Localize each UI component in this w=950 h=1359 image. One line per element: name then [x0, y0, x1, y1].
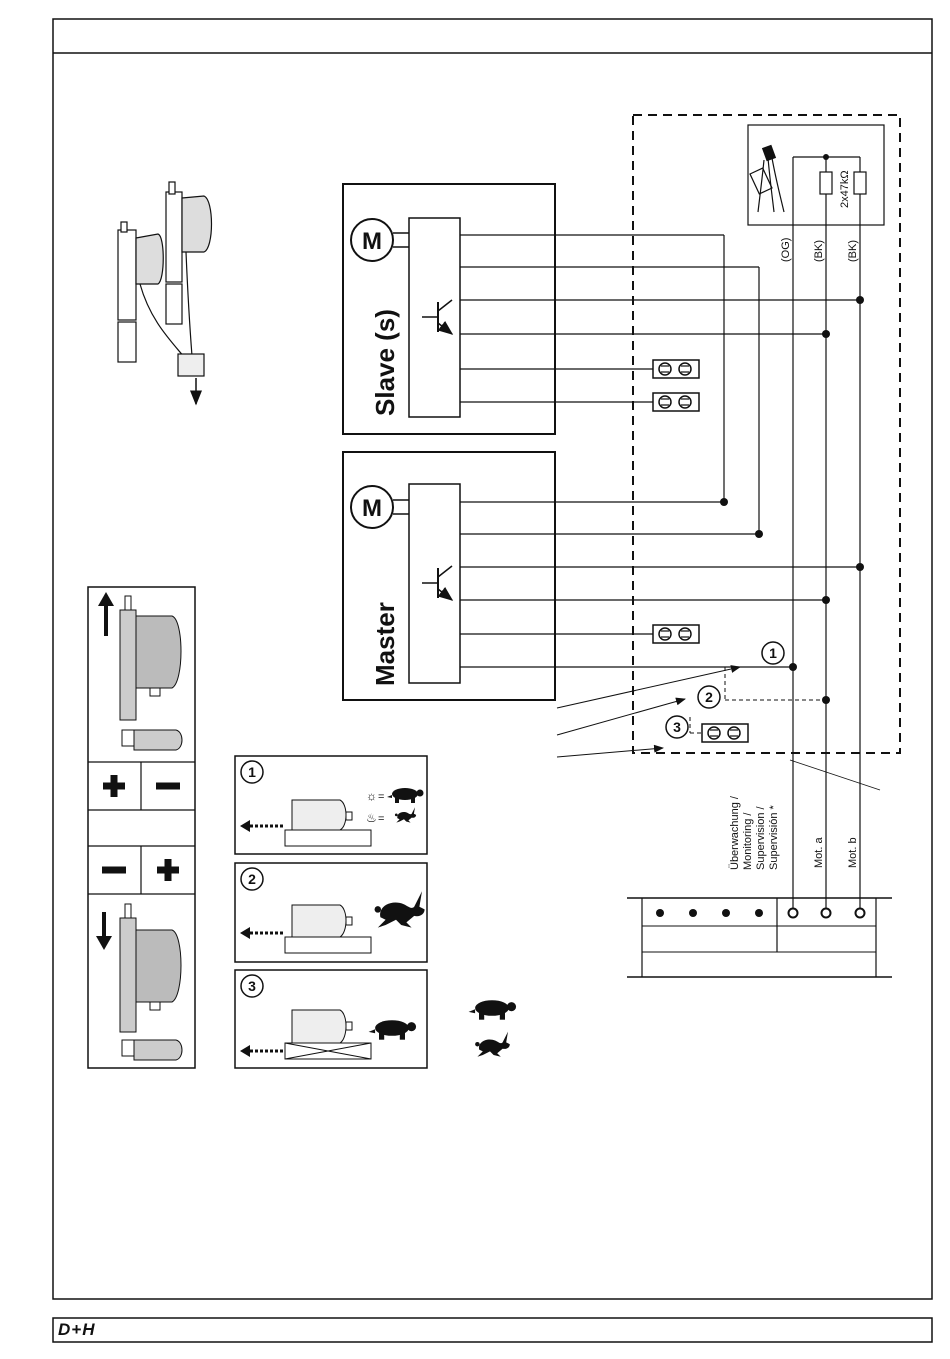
svg-text:Supervisión *: Supervisión *: [768, 804, 780, 870]
wire-label-bk-b: (BK): [847, 240, 859, 262]
master-label: Master: [370, 602, 400, 686]
svg-text:3: 3: [248, 978, 256, 994]
master-motor-label: M: [362, 495, 382, 522]
svg-text:Monitoring /: Monitoring /: [742, 812, 754, 870]
option-3-number: 3: [673, 719, 681, 735]
terminal-block-icon: [702, 724, 748, 742]
master-unit: M Master: [343, 452, 860, 700]
svg-text:=: =: [378, 813, 384, 825]
rabbit-icon: [475, 1032, 510, 1057]
terminal-block-icon: [653, 625, 699, 643]
speed-option-1: 1 ☼ = ♨ =: [235, 756, 427, 854]
resistor-b-icon: [854, 172, 866, 194]
actuator-icon: [118, 182, 212, 404]
fire-icon: ♨: [366, 811, 377, 825]
mot-a-label: Mot. a: [813, 837, 825, 868]
control-panel-terminals: [627, 898, 892, 977]
turtle-icon: [469, 1000, 516, 1020]
wire-label-og: (OG): [780, 238, 792, 262]
minus-icon: [156, 783, 180, 790]
minus-icon: [102, 867, 126, 874]
slave-motor-label: M: [362, 228, 382, 255]
wire-label-bk-a: (BK): [813, 240, 825, 262]
terminal-block-icon: [653, 393, 699, 411]
resistor-a-icon: [820, 172, 832, 194]
speed-option-2: 2: [235, 863, 427, 962]
svg-text:Überwachung /: Überwachung /: [729, 795, 741, 870]
terminal-block-icon: [653, 360, 699, 378]
sun-icon: ☼: [366, 789, 377, 803]
svg-text:=: =: [378, 791, 384, 803]
brand-logo: D+H: [58, 1320, 138, 1342]
mot-b-label: Mot. b: [847, 837, 859, 868]
svg-text:2: 2: [248, 871, 256, 887]
supervision-label: Überwachung / Monitoring / Supervision /…: [729, 795, 780, 870]
option-1-number: 1: [769, 645, 777, 661]
slave-label: Slave (s): [370, 309, 400, 416]
svg-text:1: 1: [248, 764, 256, 780]
resistor-label: 2x47kΩ: [839, 170, 851, 208]
direction-panel: [88, 587, 195, 1068]
option-2-number: 2: [705, 689, 713, 705]
resistor-box: 2x47kΩ: [748, 125, 884, 225]
footer-frame: [53, 1318, 932, 1342]
speed-option-3: 3: [235, 970, 427, 1068]
svg-text:Supervision /: Supervision /: [755, 805, 767, 870]
